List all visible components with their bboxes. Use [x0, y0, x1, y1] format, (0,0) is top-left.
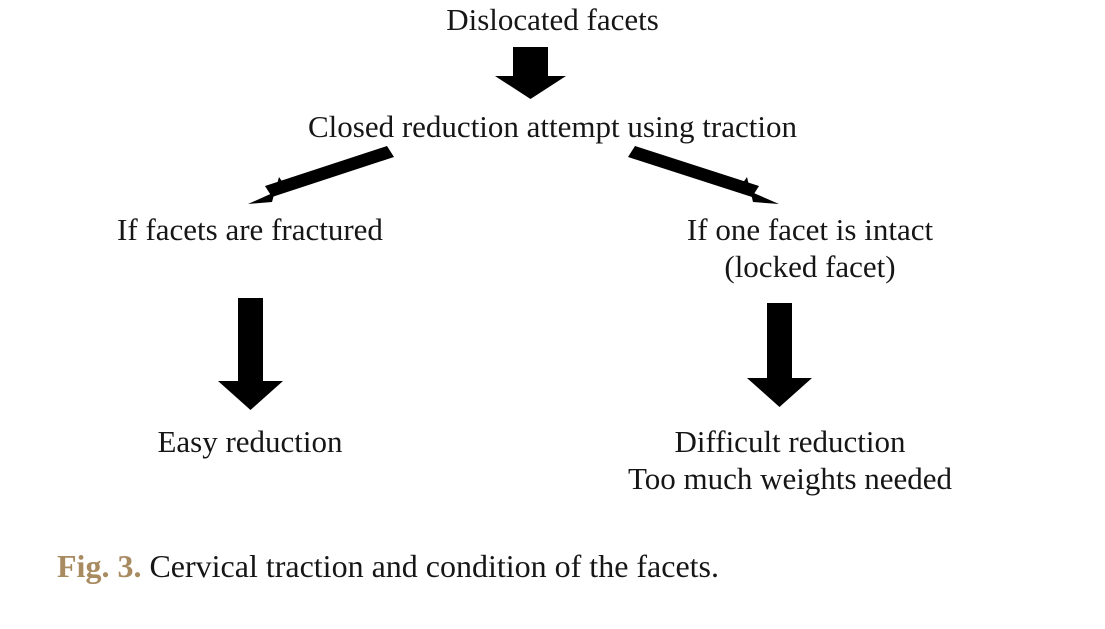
arrow-fractured-to-easy: [218, 298, 283, 410]
arrow-intact-to-difficult: [747, 303, 812, 407]
node-dislocated-facets: Dislocated facets: [0, 2, 1105, 39]
node-easy-reduction-label: Easy reduction: [157, 424, 343, 459]
node-dislocated-facets-label: Dislocated facets: [446, 2, 659, 37]
node-easy-reduction: Easy reduction: [20, 424, 480, 461]
node-if-one-facet-is-intact-label-line1: If one facet is intact: [686, 212, 934, 247]
arrow-attempt-to-fractured: [248, 146, 394, 204]
node-if-facets-are-fractured-label: If facets are fractured: [117, 212, 383, 247]
node-if-one-facet-is-intact-label-line2: (locked facet): [724, 248, 896, 284]
node-if-one-facet-is-intact: If one facet is intact (locked facet): [610, 212, 1010, 285]
node-if-facets-are-fractured: If facets are fractured: [20, 212, 480, 249]
figure-caption: Fig. 3. Cervical traction and condition …: [57, 546, 719, 586]
figure-caption-text: Cervical traction and condition of the f…: [149, 548, 719, 584]
arrow-root-to-attempt: [495, 47, 566, 99]
node-difficult-reduction-label-line1: Difficult reduction: [674, 424, 906, 459]
figure-caption-label: Fig. 3.: [57, 548, 150, 584]
node-closed-reduction-attempt-label: Closed reduction attempt using traction: [307, 109, 797, 144]
node-difficult-reduction: Difficult reduction Too much weights nee…: [570, 424, 1010, 497]
arrow-attempt-to-intact: [628, 146, 779, 204]
node-closed-reduction-attempt: Closed reduction attempt using traction: [0, 109, 1105, 146]
node-difficult-reduction-label-line2: Too much weights needed: [627, 460, 953, 496]
